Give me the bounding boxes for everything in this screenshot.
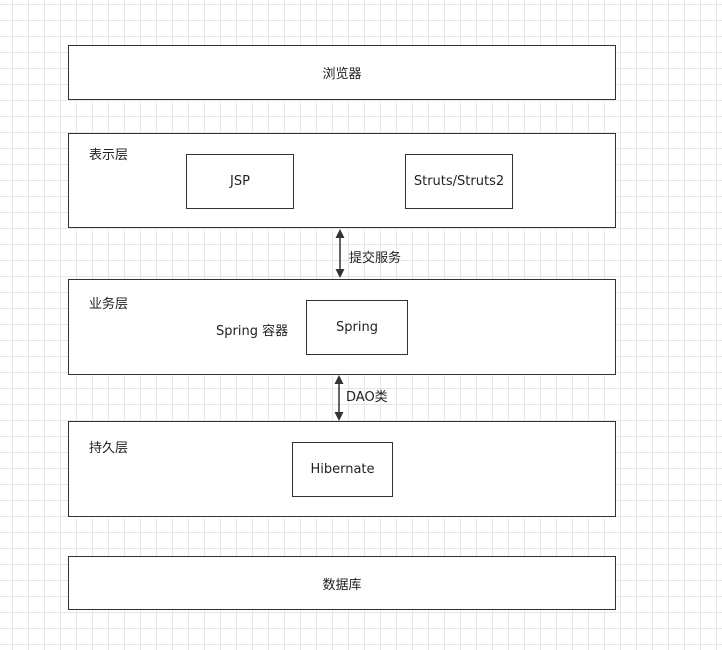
submit-service-label: 提交服务 (349, 251, 402, 266)
dao-arrow (334, 375, 344, 421)
service-layer-title: 业务层 (89, 297, 129, 312)
struts-box: Struts/Struts2 (405, 154, 513, 209)
spring-label: Spring (336, 320, 378, 335)
presentation-layer-title: 表示层 (89, 148, 129, 163)
spring-box: Spring (306, 300, 408, 355)
database-label: 数据库 (322, 577, 362, 593)
submit-service-arrow (335, 229, 345, 278)
service-layer-box: 业务层 Spring 容器 Spring (68, 279, 616, 375)
jsp-label: JSP (230, 174, 250, 189)
spring-container-label: Spring 容器 (216, 324, 289, 339)
presentation-layer-box: 表示层 JSP Struts/Struts2 (68, 133, 616, 228)
browser-box: 浏览器 (68, 45, 616, 100)
database-box: 数据库 (68, 556, 616, 610)
persistence-layer-title: 持久层 (89, 441, 129, 456)
hibernate-box: Hibernate (292, 442, 393, 497)
struts-label: Struts/Struts2 (413, 174, 505, 189)
jsp-box: JSP (186, 154, 294, 209)
hibernate-label: Hibernate (310, 462, 375, 477)
browser-label: 浏览器 (322, 67, 362, 82)
dao-label: DAO类 (346, 390, 388, 405)
persistence-layer-box: 持久层 Hibernate (68, 421, 616, 517)
